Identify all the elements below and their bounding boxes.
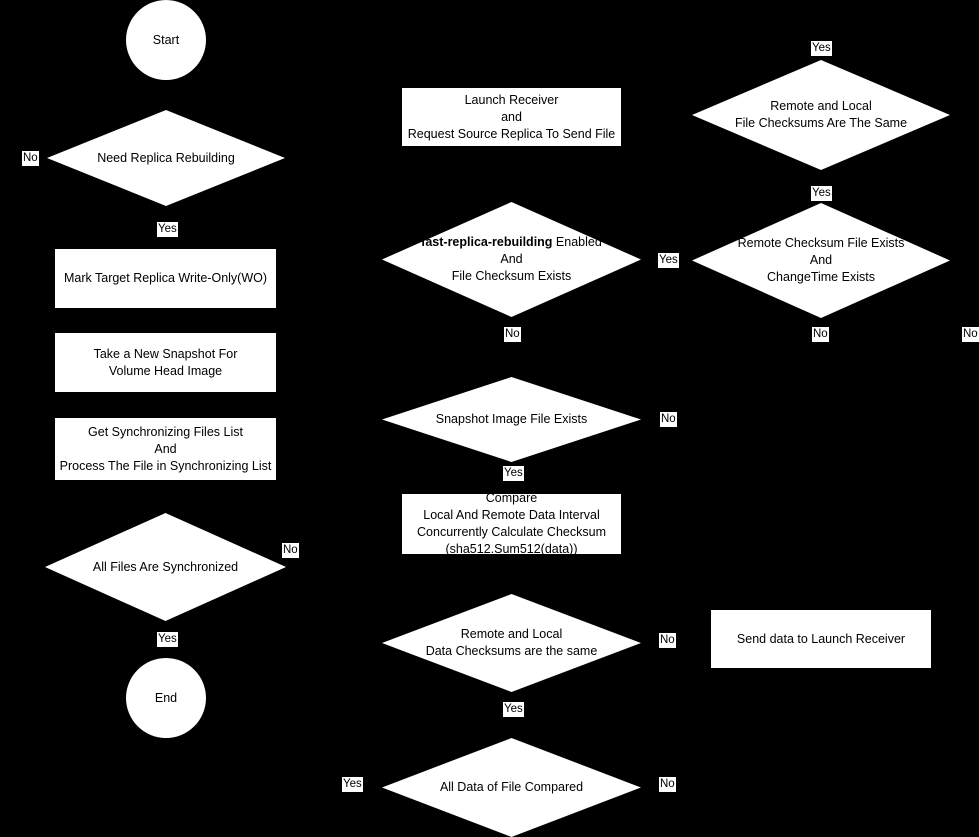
node-start-label: Start bbox=[152, 32, 180, 47]
edge-label-all-files-synced-yes: Yes bbox=[157, 632, 178, 647]
edge-label-snapshot-exists-yes: Yes bbox=[503, 466, 524, 481]
edge-label-need-rebuild-no: No bbox=[22, 151, 39, 166]
edge-label-need-rebuild-yes: Yes bbox=[157, 222, 178, 237]
edge-label-data-checksums-no: No bbox=[659, 633, 676, 648]
edge-label-all-data-compared-no: No bbox=[659, 777, 676, 792]
node-send-data-to-launch-receiver[interactable]: Send data to Launch Receiver bbox=[711, 610, 931, 668]
diamond-shape bbox=[382, 594, 641, 692]
node-compare-checksum-line1: Compare bbox=[485, 491, 538, 505]
diamond-shape bbox=[47, 110, 285, 206]
node-all-files-synchronized[interactable]: All Files Are Synchronized bbox=[45, 513, 286, 621]
node-snapshot-image-exists[interactable]: Snapshot Image File Exists bbox=[382, 377, 641, 462]
node-end-label: End bbox=[154, 690, 178, 705]
node-get-synchronizing-files-line3: Process The File in Synchronizing List bbox=[59, 458, 272, 473]
edge-label-all-data-compared-yes: Yes bbox=[342, 777, 363, 792]
node-compare-checksum-line2: Local And Remote Data Interval bbox=[423, 508, 600, 522]
diamond-shape bbox=[382, 377, 641, 462]
node-fast-replica-rebuilding[interactable]: fast-replica-rebuilding Enabled And File… bbox=[382, 202, 641, 317]
edge-label-remote-checksum-no: No bbox=[812, 327, 829, 342]
diamond-shape bbox=[382, 202, 641, 317]
node-compare-checksum[interactable]: Compare Local And Remote Data Interval C… bbox=[402, 491, 621, 556]
node-end[interactable]: End bbox=[126, 658, 206, 738]
node-send-data-label: Send data to Launch Receiver bbox=[736, 631, 906, 646]
node-need-replica-rebuilding[interactable]: Need Replica Rebuilding bbox=[47, 110, 285, 206]
node-mark-target-replica[interactable]: Mark Target Replica Write-Only(WO) bbox=[55, 249, 276, 308]
edge-label-all-files-synced-no: No bbox=[282, 543, 299, 558]
node-get-synchronizing-files-line2: And bbox=[154, 441, 177, 456]
node-mark-target-replica-label: Mark Target Replica Write-Only(WO) bbox=[63, 271, 268, 285]
node-take-snapshot-line1: Take a New Snapshot For bbox=[93, 346, 238, 361]
diamond-shape bbox=[45, 513, 286, 621]
node-launch-receiver-line1: Launch Receiver bbox=[464, 92, 559, 107]
edge-label-remote-checksum-far-no: No bbox=[962, 327, 979, 342]
node-file-checksums-same[interactable]: Remote and Local File Checksums Are The … bbox=[692, 60, 950, 170]
node-remote-checksum-exists[interactable]: Remote Checksum File Exists And ChangeTi… bbox=[692, 203, 950, 318]
edge-label-fast-rebuild-no: No bbox=[504, 327, 521, 342]
node-compare-checksum-line4: (sha512.Sum512(data)) bbox=[445, 542, 578, 556]
diamond-shape bbox=[692, 60, 950, 170]
node-take-snapshot-line2: Volume Head Image bbox=[108, 363, 223, 378]
node-start[interactable]: Start bbox=[126, 0, 206, 80]
node-all-data-compared[interactable]: All Data of File Compared bbox=[382, 738, 641, 837]
node-take-snapshot[interactable]: Take a New Snapshot For Volume Head Imag… bbox=[55, 333, 276, 392]
node-data-checksums-same[interactable]: Remote and Local Data Checksums are the … bbox=[382, 594, 641, 692]
edge-label-snapshot-exists-no: No bbox=[660, 412, 677, 427]
diamond-shape bbox=[692, 203, 950, 318]
edge-label-data-checksums-yes: Yes bbox=[503, 702, 524, 717]
edge-label-fast-rebuild-yes: Yes bbox=[658, 253, 679, 268]
diamond-shape bbox=[382, 738, 641, 837]
node-get-synchronizing-files[interactable]: Get Synchronizing Files List And Process… bbox=[55, 418, 276, 480]
edge-label-file-checksums-bottom-yes: Yes bbox=[811, 186, 832, 201]
node-compare-checksum-line3: Concurrently Calculate Checksum bbox=[417, 525, 606, 539]
node-launch-receiver[interactable]: Launch Receiver and Request Source Repli… bbox=[402, 88, 621, 146]
node-launch-receiver-line3: Request Source Replica To Send File bbox=[407, 126, 616, 141]
node-get-synchronizing-files-line1: Get Synchronizing Files List bbox=[88, 424, 243, 439]
node-launch-receiver-line2: and bbox=[501, 109, 522, 124]
edge-label-file-checksums-top-yes: Yes bbox=[811, 41, 832, 56]
